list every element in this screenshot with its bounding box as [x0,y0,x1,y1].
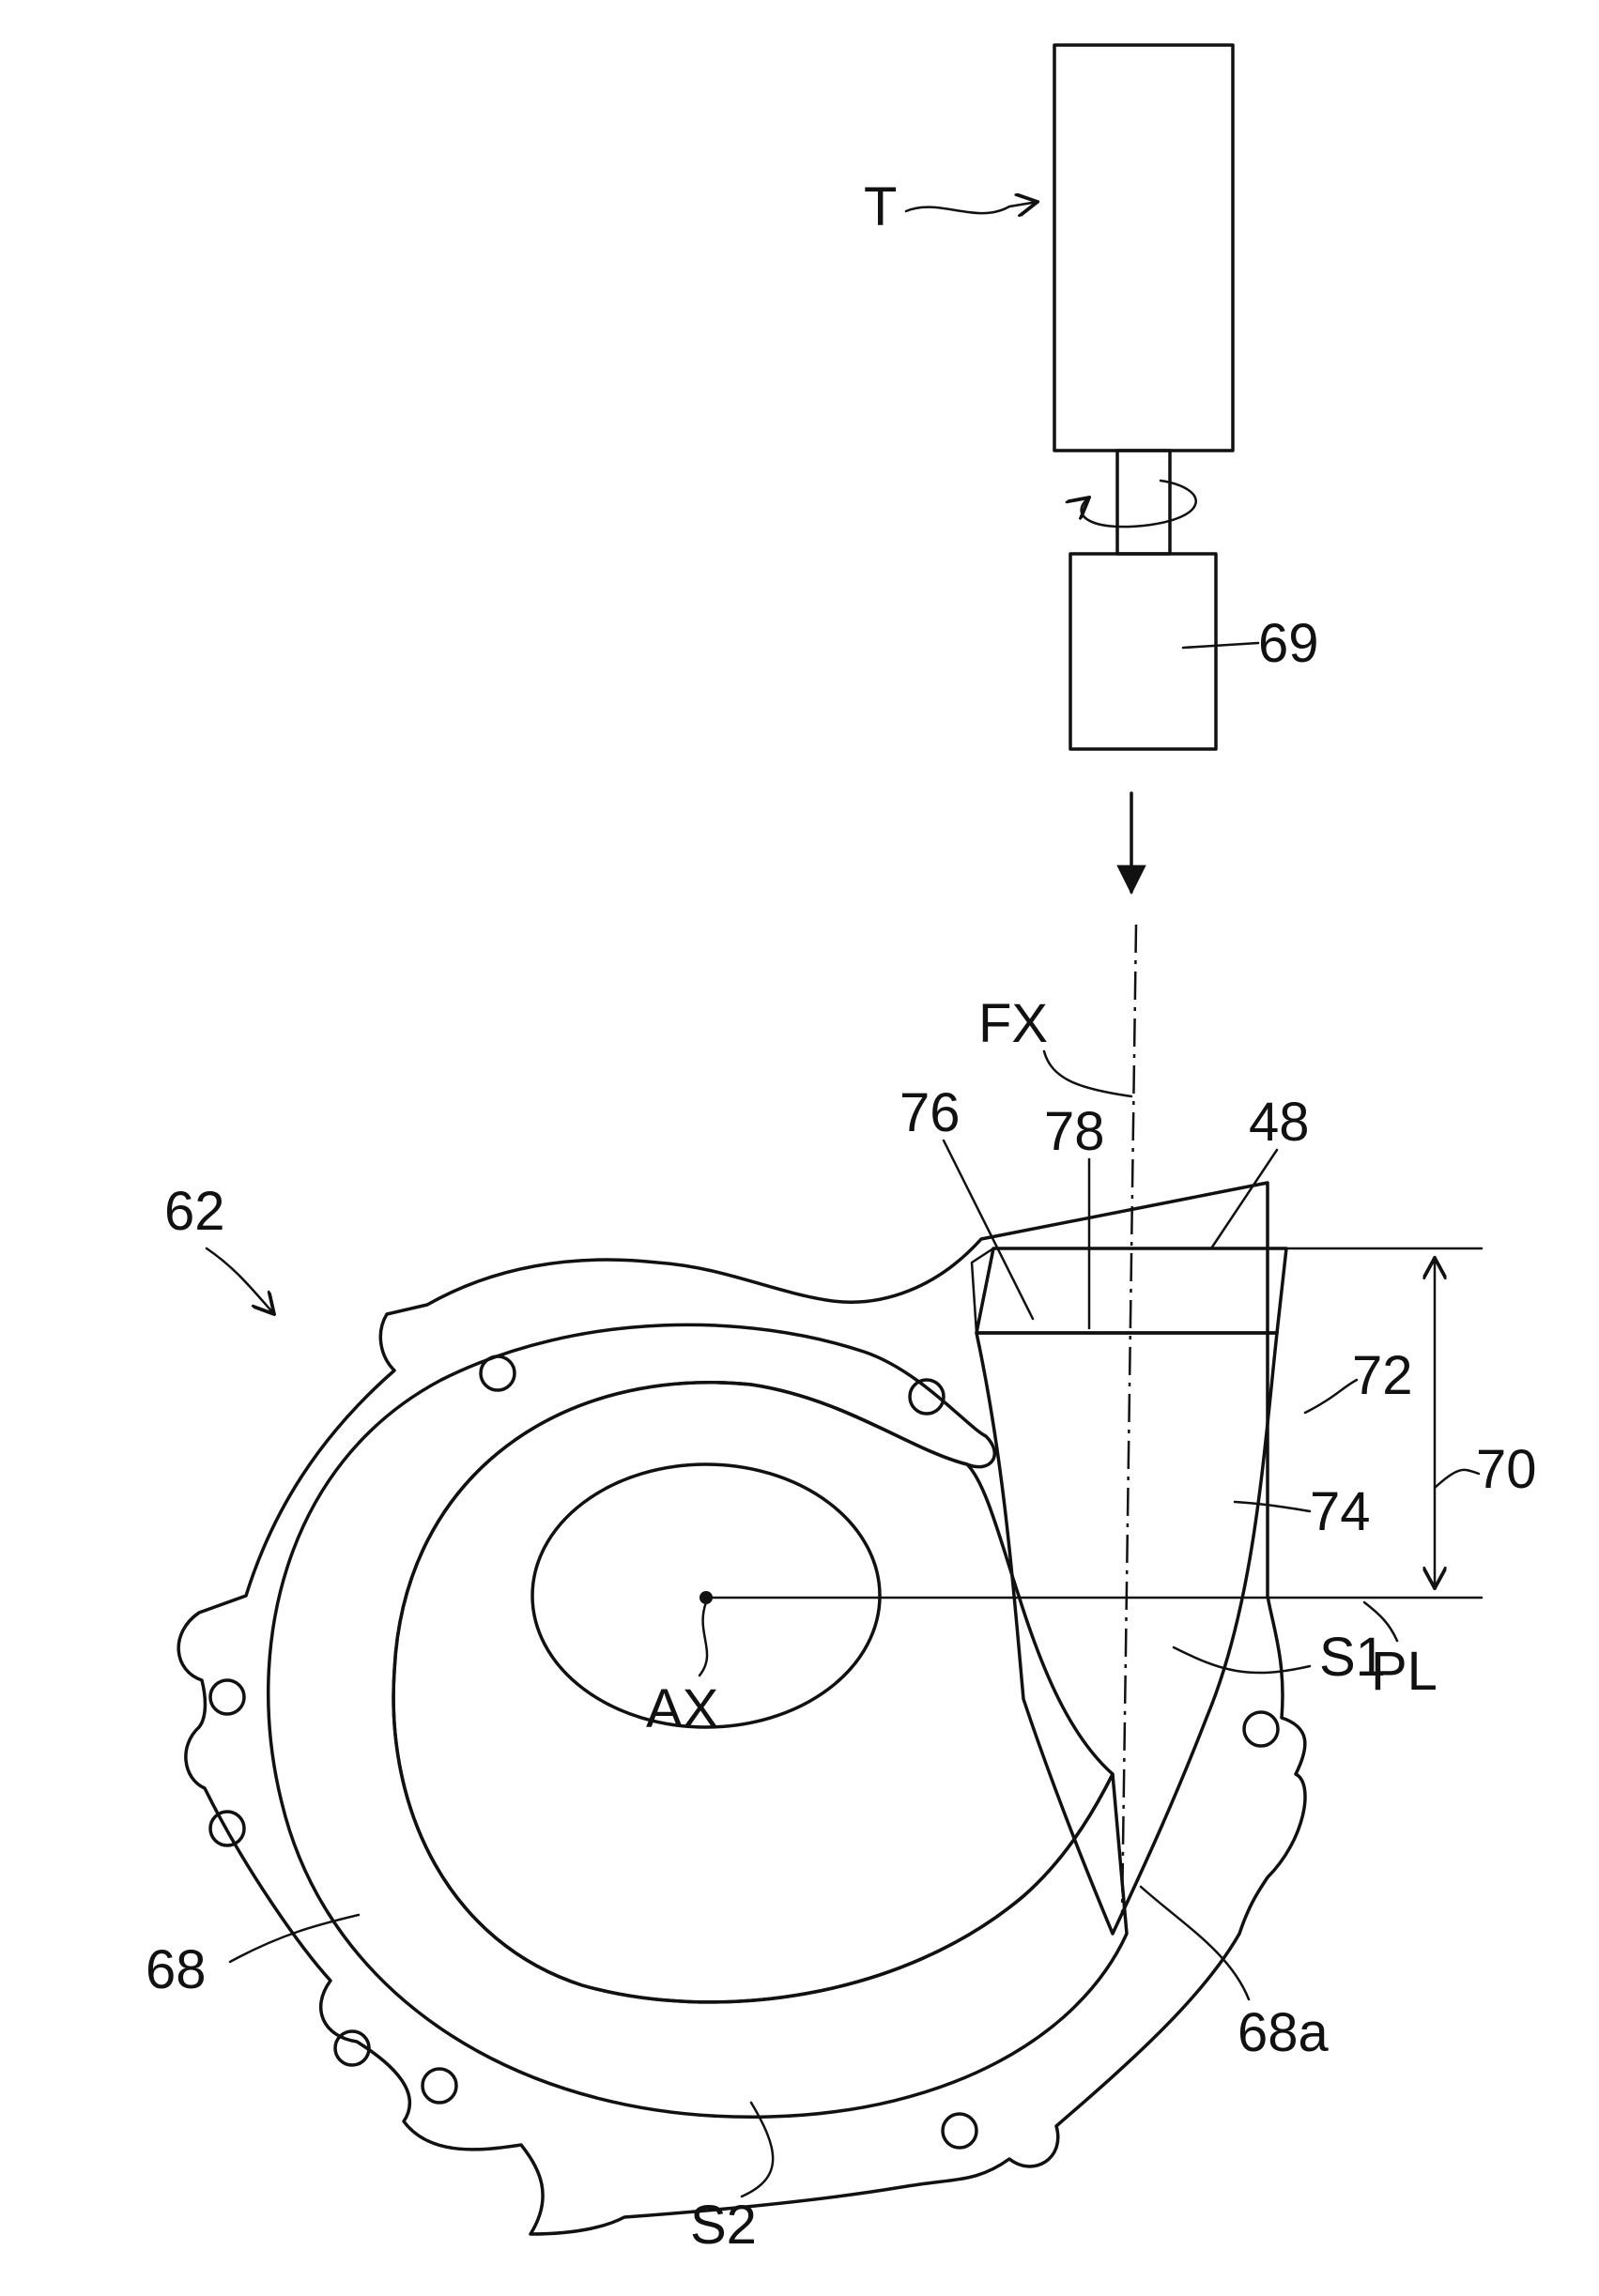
label-76: 76 [899,1082,961,1143]
housing-outer-wall [178,1183,1305,2234]
leader-FX [1044,1051,1131,1096]
label-69: 69 [1258,613,1319,674]
label-70: 70 [1476,1439,1537,1500]
label-T: T [864,176,897,237]
leader-69 [1183,643,1258,648]
label-S2: S2 [690,2195,757,2256]
label-FX: FX [978,993,1048,1054]
tool-shaft [1117,451,1170,554]
tool-body [1054,45,1233,451]
inner-hub [393,1383,1113,2002]
bolt-hole [210,1680,244,1714]
label-78: 78 [1044,1101,1105,1162]
label-74: 74 [1310,1481,1371,1542]
leader-72 [1305,1380,1357,1413]
label-AX: AX [646,1678,718,1739]
leader-68 [230,1915,359,1962]
leader-T [906,202,1038,213]
turbine-housing [178,1183,1305,2234]
tool-assembly [1054,45,1233,892]
label-68: 68 [146,1939,207,2000]
leader-S1 [1174,1647,1310,1673]
leader-AX [700,1602,707,1676]
axis-fx [1122,925,1136,1915]
label-72: 72 [1352,1345,1413,1406]
leader-62 [207,1248,274,1314]
leader-76 [944,1140,1033,1319]
bolt-hole [943,2114,976,2148]
bolt-hole [423,2069,456,2103]
label-48: 48 [1249,1092,1310,1153]
leader-74 [1235,1502,1310,1511]
bolt-hole [1244,1712,1278,1746]
tool-head-69 [1070,554,1216,749]
label-62: 62 [164,1181,225,1242]
label-68a: 68a [1238,2002,1330,2063]
bolt-hole [481,1356,515,1390]
rotation-arrow-icon [1082,481,1196,527]
label-PL: PL [1371,1641,1438,1702]
leader-70 [1435,1470,1479,1488]
